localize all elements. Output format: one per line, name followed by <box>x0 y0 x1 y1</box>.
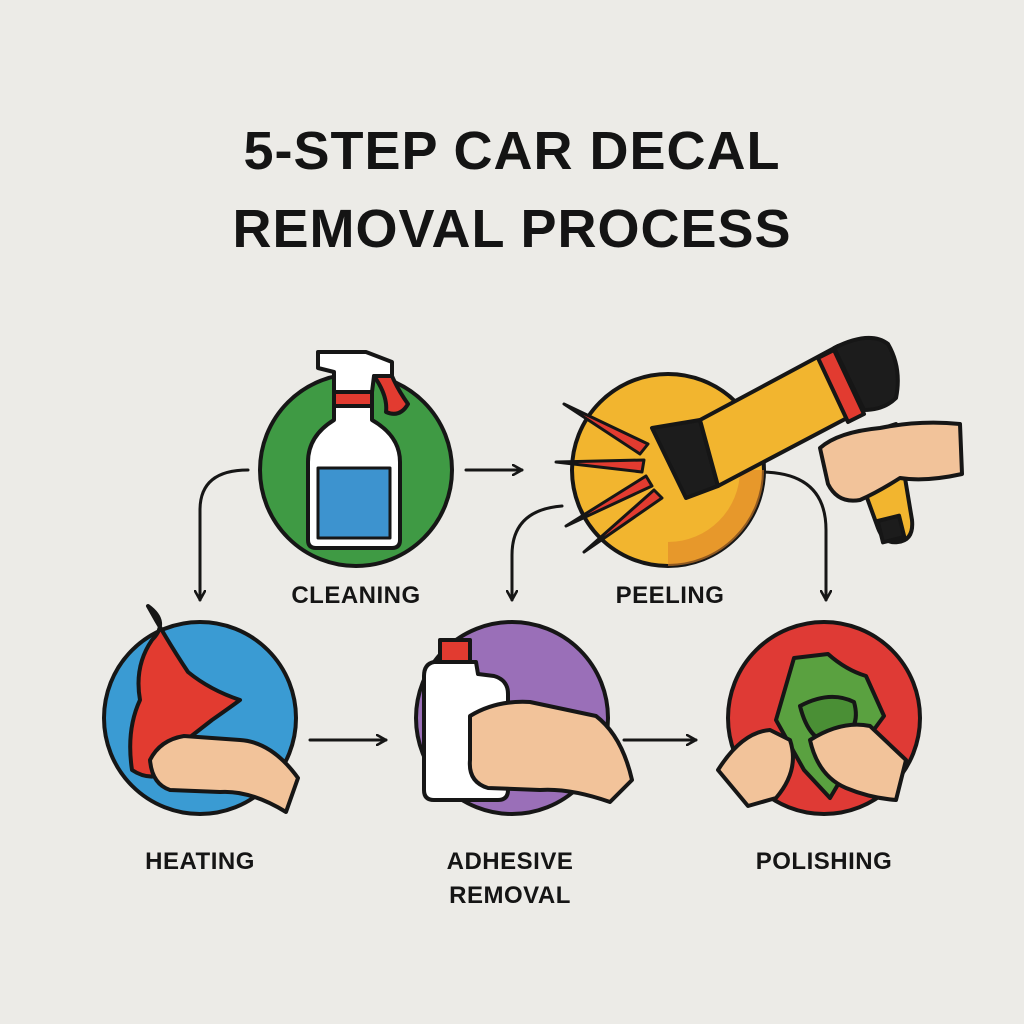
peeling-decal-icon <box>128 604 300 814</box>
flow-arrows <box>200 470 826 740</box>
label-adhesive-line-1: ADHESIVE <box>446 848 574 875</box>
title-line-2: REMOVAL PROCESS <box>232 199 792 259</box>
label-cleaning: CLEANING <box>291 582 421 609</box>
heat-rays-icon <box>554 402 664 554</box>
step-polishing <box>716 620 922 816</box>
adhesive-bottle-icon <box>422 638 634 804</box>
heat-gun-icon <box>650 336 964 545</box>
title-line-1: 5-STEP CAR DECAL <box>243 121 781 181</box>
page-title: 5-STEP CAR DECAL REMOVAL PROCESS <box>0 112 1024 268</box>
polishing-cloth-icon <box>716 652 908 808</box>
label-adhesive-line-2: REMOVAL <box>449 882 571 909</box>
spray-bottle-icon <box>306 350 410 550</box>
label-peeling: PEELING <box>615 582 725 609</box>
step-cleaning <box>258 350 454 568</box>
step-heating <box>102 604 300 816</box>
arrow-cleaning-to-heating <box>200 468 250 602</box>
label-adhesive-removal: ADHESIVE REMOVAL <box>410 845 610 913</box>
label-polishing: POLISHING <box>755 848 893 875</box>
step-adhesive-removal <box>414 620 634 816</box>
arrow-peeling-to-polishing <box>758 470 826 602</box>
arrow-peeling-to-adhesive <box>512 504 564 602</box>
step-peeling <box>554 336 964 568</box>
label-heating: HEATING <box>145 848 255 875</box>
